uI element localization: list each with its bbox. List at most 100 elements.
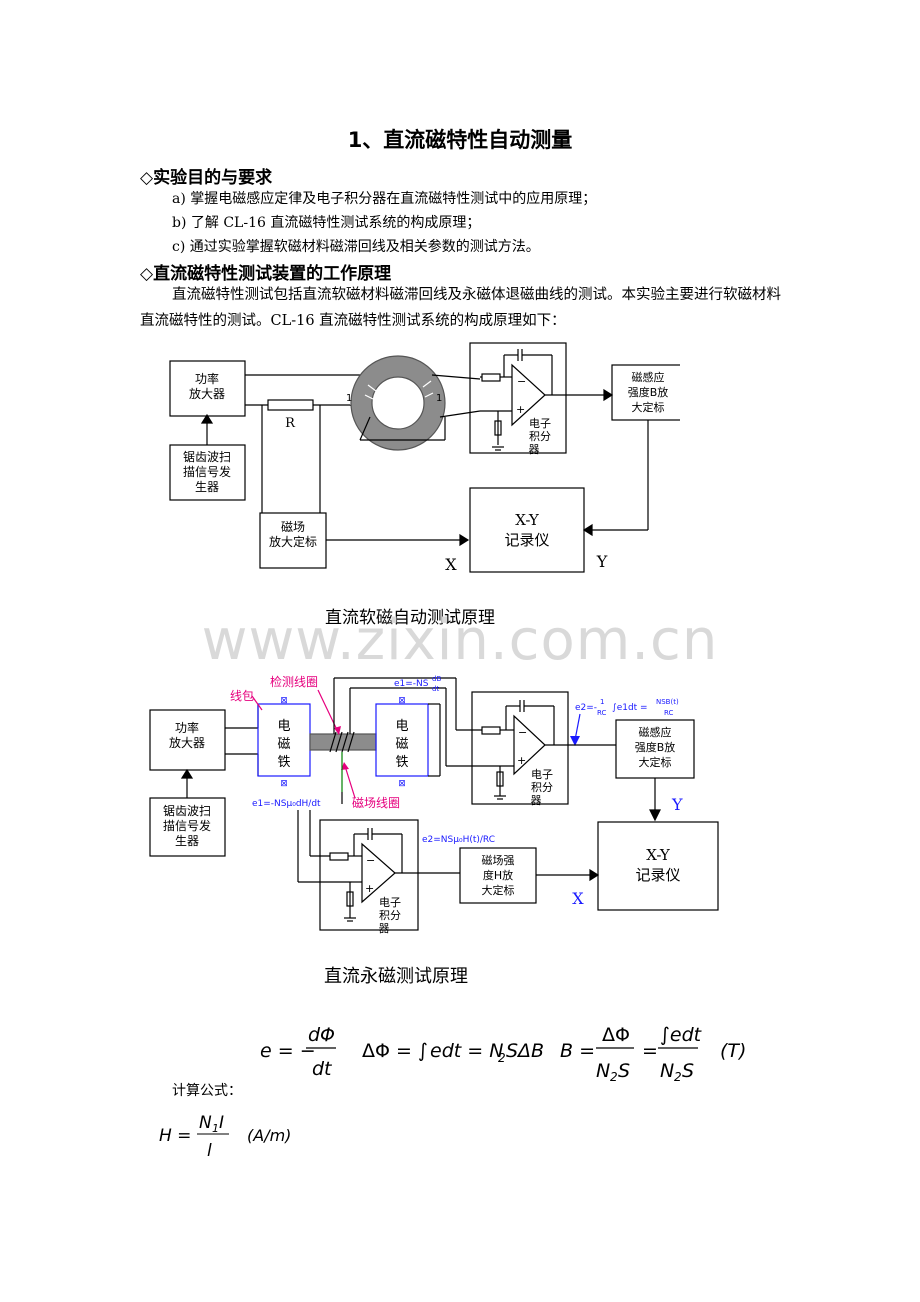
coil-mark: 1: [346, 393, 352, 404]
soft-magnetic-test-diagram: 功率 放大器 锯齿波扫 描信号发 生器 R 1 1 − + 电子 积分 器: [169, 342, 680, 628]
svg-text:B =: B =: [560, 1040, 595, 1062]
sawtooth-label: 锯齿波扫: [183, 449, 231, 464]
e2-bottom-formula: e2=NSμ₀H(t)/RC: [422, 835, 495, 845]
integrator-box: [469, 342, 567, 454]
resistor-label: R: [285, 416, 296, 431]
h-amp-label: 度H放: [483, 868, 513, 882]
e2-frac1-num: 1: [600, 698, 604, 706]
electromagnet-label: 铁: [277, 755, 290, 770]
formula-e: e = −: [260, 1040, 316, 1062]
section-heading-objectives: ◇实验目的与要求: [140, 168, 273, 188]
calc-label: 计算公式：: [172, 1083, 242, 1099]
xy-label: X-Y: [646, 846, 671, 864]
x-axis-tag: X: [572, 889, 584, 908]
xy-recorder-box: [469, 487, 585, 573]
y-axis-tag: Y: [671, 795, 683, 814]
b-amp-label: 强度B放: [628, 385, 669, 399]
electromagnet-label: 电: [277, 719, 290, 734]
e1-frac-den: dt: [432, 685, 439, 693]
xy-label: 记录仪: [635, 866, 680, 884]
svg-text:dt: dt: [312, 1058, 333, 1080]
b-amp-label: 大定标: [632, 400, 665, 414]
h-amp-label: 大定标: [482, 883, 515, 897]
b-amp-label: 磁感应: [639, 725, 672, 739]
svg-text:S: S: [618, 1060, 630, 1082]
integrator-label: 积分: [531, 781, 553, 794]
power-amp-label: 功率: [195, 371, 219, 386]
sawtooth-label: 描信号发: [183, 464, 231, 479]
svg-text:S: S: [682, 1060, 694, 1082]
e1-top-formula: e1=-NS: [394, 679, 429, 689]
integrator-lower-box: [319, 819, 419, 931]
power-amp-label: 功率: [175, 720, 199, 735]
h-amp-label: 磁场强: [482, 853, 515, 867]
integrator-upper-box: [471, 691, 569, 805]
svg-text:N: N: [660, 1060, 674, 1082]
integrator-label: 积分: [379, 909, 401, 922]
svg-text:⊠: ⊠: [280, 696, 288, 706]
svg-text:−: −: [517, 375, 526, 388]
svg-text:N: N: [596, 1060, 610, 1082]
e2-top-formula: e2=-: [575, 703, 597, 713]
sawtooth-label: 生器: [175, 834, 199, 848]
svg-text:H =: H =: [159, 1126, 191, 1146]
svg-text:+: +: [517, 754, 526, 767]
page-title: 1、直流磁特性自动测量: [347, 128, 573, 152]
b-amp-label: 磁感应: [632, 370, 665, 384]
list-item: b) 了解 CL-16 直流磁特性测试系统的构成原理；: [172, 215, 481, 231]
integrator-resistor: [481, 373, 501, 382]
b-amp-label: 大定标: [639, 755, 672, 769]
electromagnet-label: 电: [395, 719, 408, 734]
list-item: c) 通过实验掌握软磁材料磁滞回线及相关参数的测试方法。: [172, 239, 540, 255]
e1-bottom-formula: e1=-NSμ₀dH/dt: [252, 799, 321, 809]
svg-text:SΔB: SΔB: [506, 1040, 544, 1062]
permanent-magnet-test-diagram: 功率 放大器 锯齿波扫 描信号发 生器 电 磁 铁 ⊠ ⊠ 电 磁 铁 ⊠ ⊠ …: [149, 674, 719, 987]
svg-text:∫edt: ∫edt: [660, 1024, 703, 1046]
list-item: a) 掌握电磁感应定律及电子积分器在直流磁特性测试中的应用原理；: [172, 191, 597, 207]
h-amp-label: 放大定标: [269, 534, 317, 549]
sawtooth-label: 锯齿波扫: [163, 803, 211, 818]
svg-text:+: +: [516, 403, 525, 416]
integrator-label: 电子: [529, 417, 551, 430]
sawtooth-label: 描信号发: [163, 818, 211, 833]
e2-frac1-den: RC: [597, 709, 607, 717]
electromagnet-label: 磁: [277, 737, 290, 752]
svg-text:+: +: [365, 882, 374, 895]
xy-recorder-box: [597, 821, 719, 911]
formula-flux: ΔΦ = ∫: [362, 1040, 428, 1062]
h-amp-label: 磁场: [281, 519, 305, 534]
x-axis-tag: X: [445, 555, 457, 574]
svg-text:dΦ: dΦ: [308, 1024, 335, 1046]
integrator-label: 器: [531, 794, 542, 807]
resistor-r: [267, 399, 314, 411]
field-coil-label: 磁场线圈: [352, 795, 400, 810]
svg-text:⊠: ⊠: [280, 779, 288, 789]
e2-mid-formula: ∫e1dt =: [612, 703, 648, 713]
watermark: www.zixin.com.cn: [201, 608, 719, 673]
svg-text:=: =: [642, 1040, 658, 1062]
integrator-label: 器: [529, 443, 540, 456]
sawtooth-label: 生器: [195, 480, 219, 494]
e1-frac-num: dB: [432, 675, 441, 683]
formula-h: H = N 1 I l (A/m): [159, 1113, 291, 1161]
xy-label: X-Y: [515, 511, 540, 529]
svg-text:ΔΦ: ΔΦ: [602, 1024, 630, 1046]
e2-frac2-den: RC: [664, 709, 674, 717]
electromagnet-right: [375, 703, 429, 777]
body-paragraph: 直流磁特性测试包括直流软磁材料磁滞回线及永磁体退磁曲线的测试。本实验主要进行软磁…: [140, 287, 781, 329]
svg-text:−: −: [366, 854, 375, 867]
svg-text:−: −: [518, 726, 527, 739]
svg-text:N: N: [199, 1113, 212, 1133]
b-amp-label: 强度B放: [635, 740, 676, 754]
y-axis-tag: Y: [596, 552, 608, 571]
electromagnet-label: 铁: [395, 755, 408, 770]
integrator-label: 积分: [529, 430, 551, 443]
svg-text:I: I: [219, 1113, 224, 1133]
svg-text:edt = N: edt = N: [430, 1040, 503, 1062]
integrator-label: 电子: [531, 768, 553, 781]
svg-text:⊠: ⊠: [398, 779, 406, 789]
svg-text:2: 2: [610, 1070, 618, 1084]
xy-label: 记录仪: [504, 531, 549, 549]
integrator-label: 器: [379, 922, 390, 935]
svg-text:1: 1: [212, 1122, 219, 1135]
